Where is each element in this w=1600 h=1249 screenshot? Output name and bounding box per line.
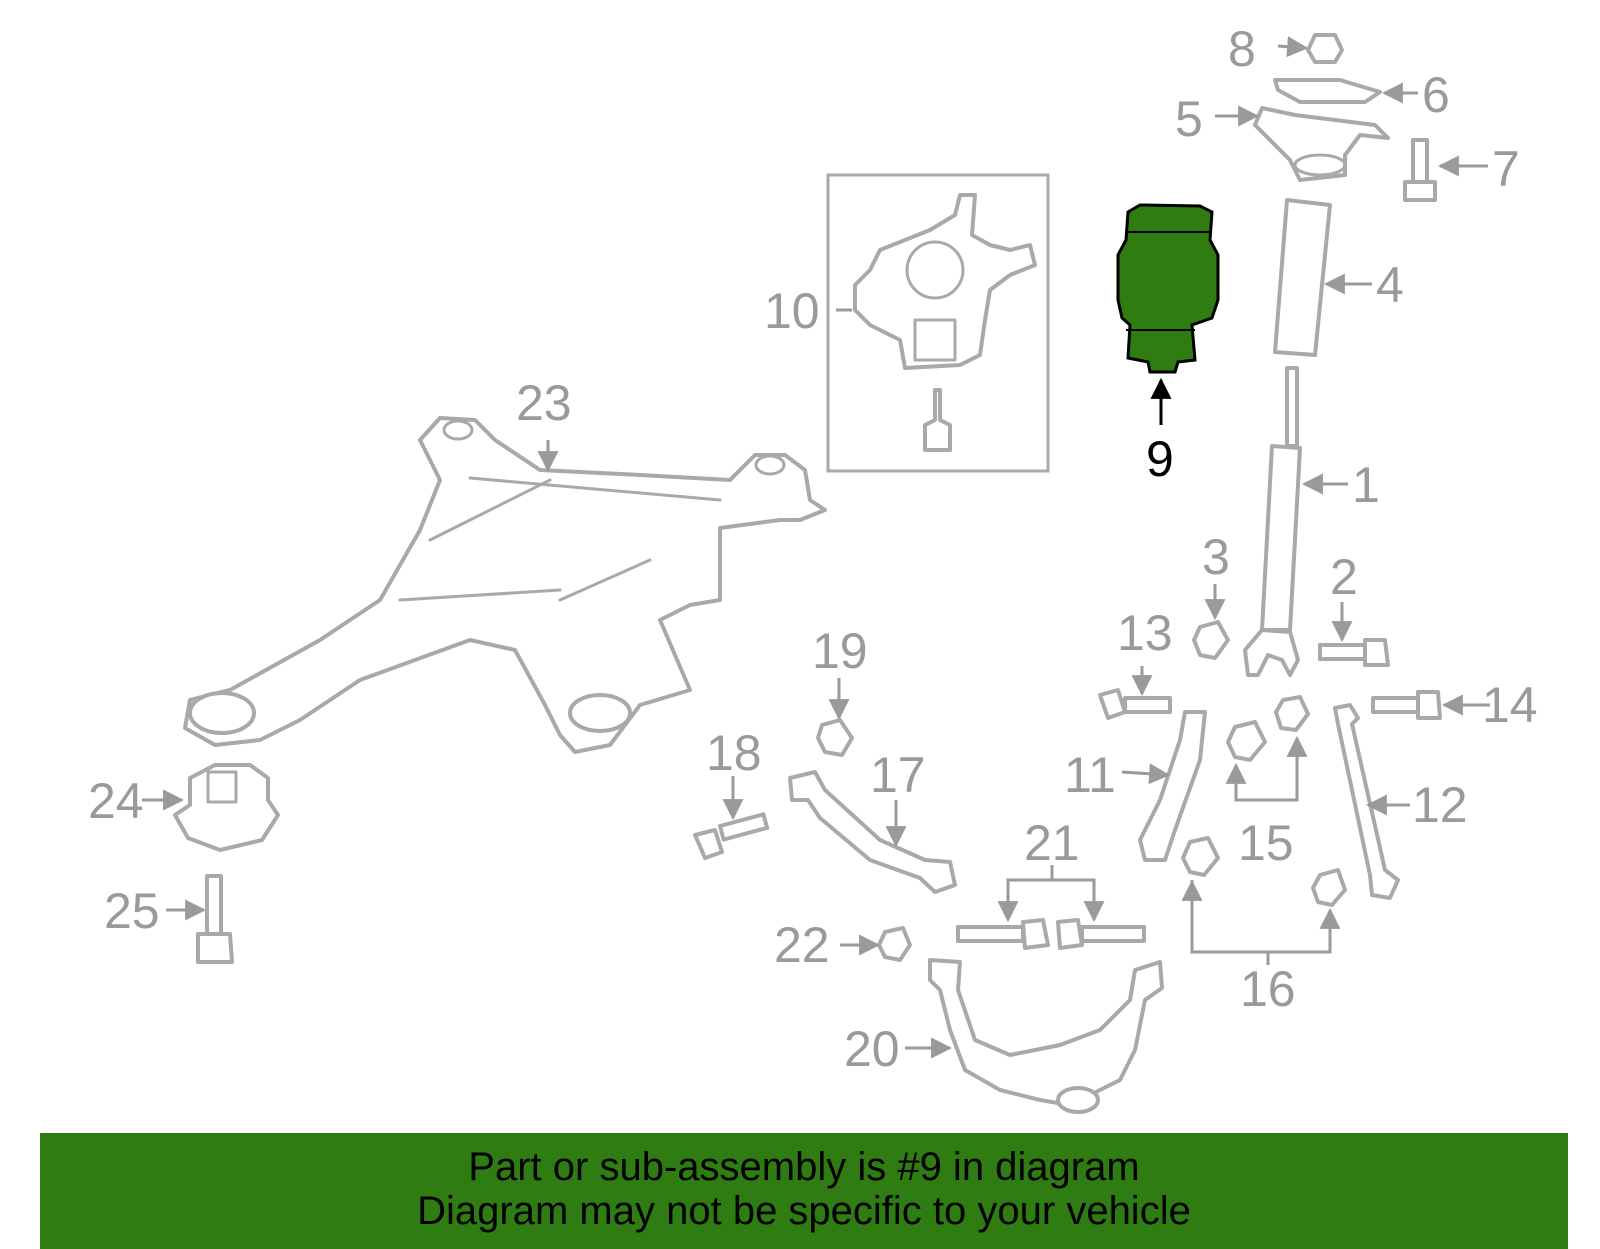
part-8-nut [1306, 33, 1344, 64]
callout-3[interactable]: 3 [1202, 529, 1230, 585]
callout-15[interactable]: 15 [1238, 815, 1294, 871]
part-7-bolt [1403, 138, 1437, 202]
part-2-bolt [1318, 638, 1390, 667]
callout-19[interactable]: 19 [812, 623, 868, 679]
part-22-nut [877, 926, 912, 962]
part-20-control-arm [928, 958, 1164, 1114]
callout-21[interactable]: 21 [1024, 815, 1080, 871]
leader-lines [142, 36, 1490, 1059]
callout-9[interactable]: 9 [1146, 431, 1174, 487]
part-14-bolt [1371, 690, 1442, 720]
part-1-shock [1243, 366, 1302, 677]
part-15-nuts [1226, 695, 1310, 762]
callout-8[interactable]: 8 [1228, 21, 1256, 77]
part-17-link [788, 770, 957, 894]
callout-11[interactable]: 11 [1064, 747, 1116, 803]
part-19-nut [816, 718, 854, 757]
part-5-mount [1253, 106, 1390, 182]
part-18-bolt [693, 812, 770, 860]
part-10-inset [826, 173, 1050, 473]
callout-7[interactable]: 7 [1492, 141, 1520, 197]
part-24-bushing [173, 763, 280, 852]
callout-labels: 8 6 5 7 4 9 10 23 1 3 2 13 19 14 18 11 1… [88, 21, 1538, 1077]
callout-25[interactable]: 25 [104, 883, 160, 939]
callout-2[interactable]: 2 [1330, 549, 1358, 605]
part-21-bolts [956, 918, 1146, 950]
callout-14[interactable]: 14 [1482, 677, 1538, 733]
part-11-link [1138, 710, 1207, 862]
part-3-nut [1192, 620, 1230, 660]
callout-12[interactable]: 12 [1412, 777, 1468, 833]
callout-18[interactable]: 18 [706, 725, 762, 781]
callout-4[interactable]: 4 [1376, 257, 1404, 313]
callout-24[interactable]: 24 [88, 773, 144, 829]
banner-line-1: Part or sub-assembly is #9 in diagram [468, 1145, 1140, 1189]
part-9-air-spring[interactable] [1116, 203, 1220, 374]
callout-22[interactable]: 22 [774, 917, 830, 973]
callout-5[interactable]: 5 [1175, 91, 1203, 147]
callout-1[interactable]: 1 [1352, 457, 1380, 513]
part-13-bolt [1098, 688, 1172, 720]
info-banner: Part or sub-assembly is #9 in diagram Di… [40, 1133, 1568, 1249]
callout-20[interactable]: 20 [844, 1021, 900, 1077]
banner-line-2: Diagram may not be specific to your vehi… [417, 1189, 1191, 1233]
part-12-link [1333, 703, 1400, 900]
callout-17[interactable]: 17 [870, 747, 926, 803]
part-6-plate [1273, 78, 1382, 104]
callout-23[interactable]: 23 [516, 375, 572, 431]
callout-16[interactable]: 16 [1240, 961, 1296, 1017]
part-4-boot [1273, 198, 1332, 357]
part-25-bolt [196, 874, 234, 964]
callout-13[interactable]: 13 [1117, 605, 1173, 661]
callout-6[interactable]: 6 [1422, 67, 1450, 123]
part-16-nuts [1181, 836, 1347, 907]
callout-10[interactable]: 10 [764, 283, 820, 339]
part-23-crossmember [183, 416, 827, 754]
